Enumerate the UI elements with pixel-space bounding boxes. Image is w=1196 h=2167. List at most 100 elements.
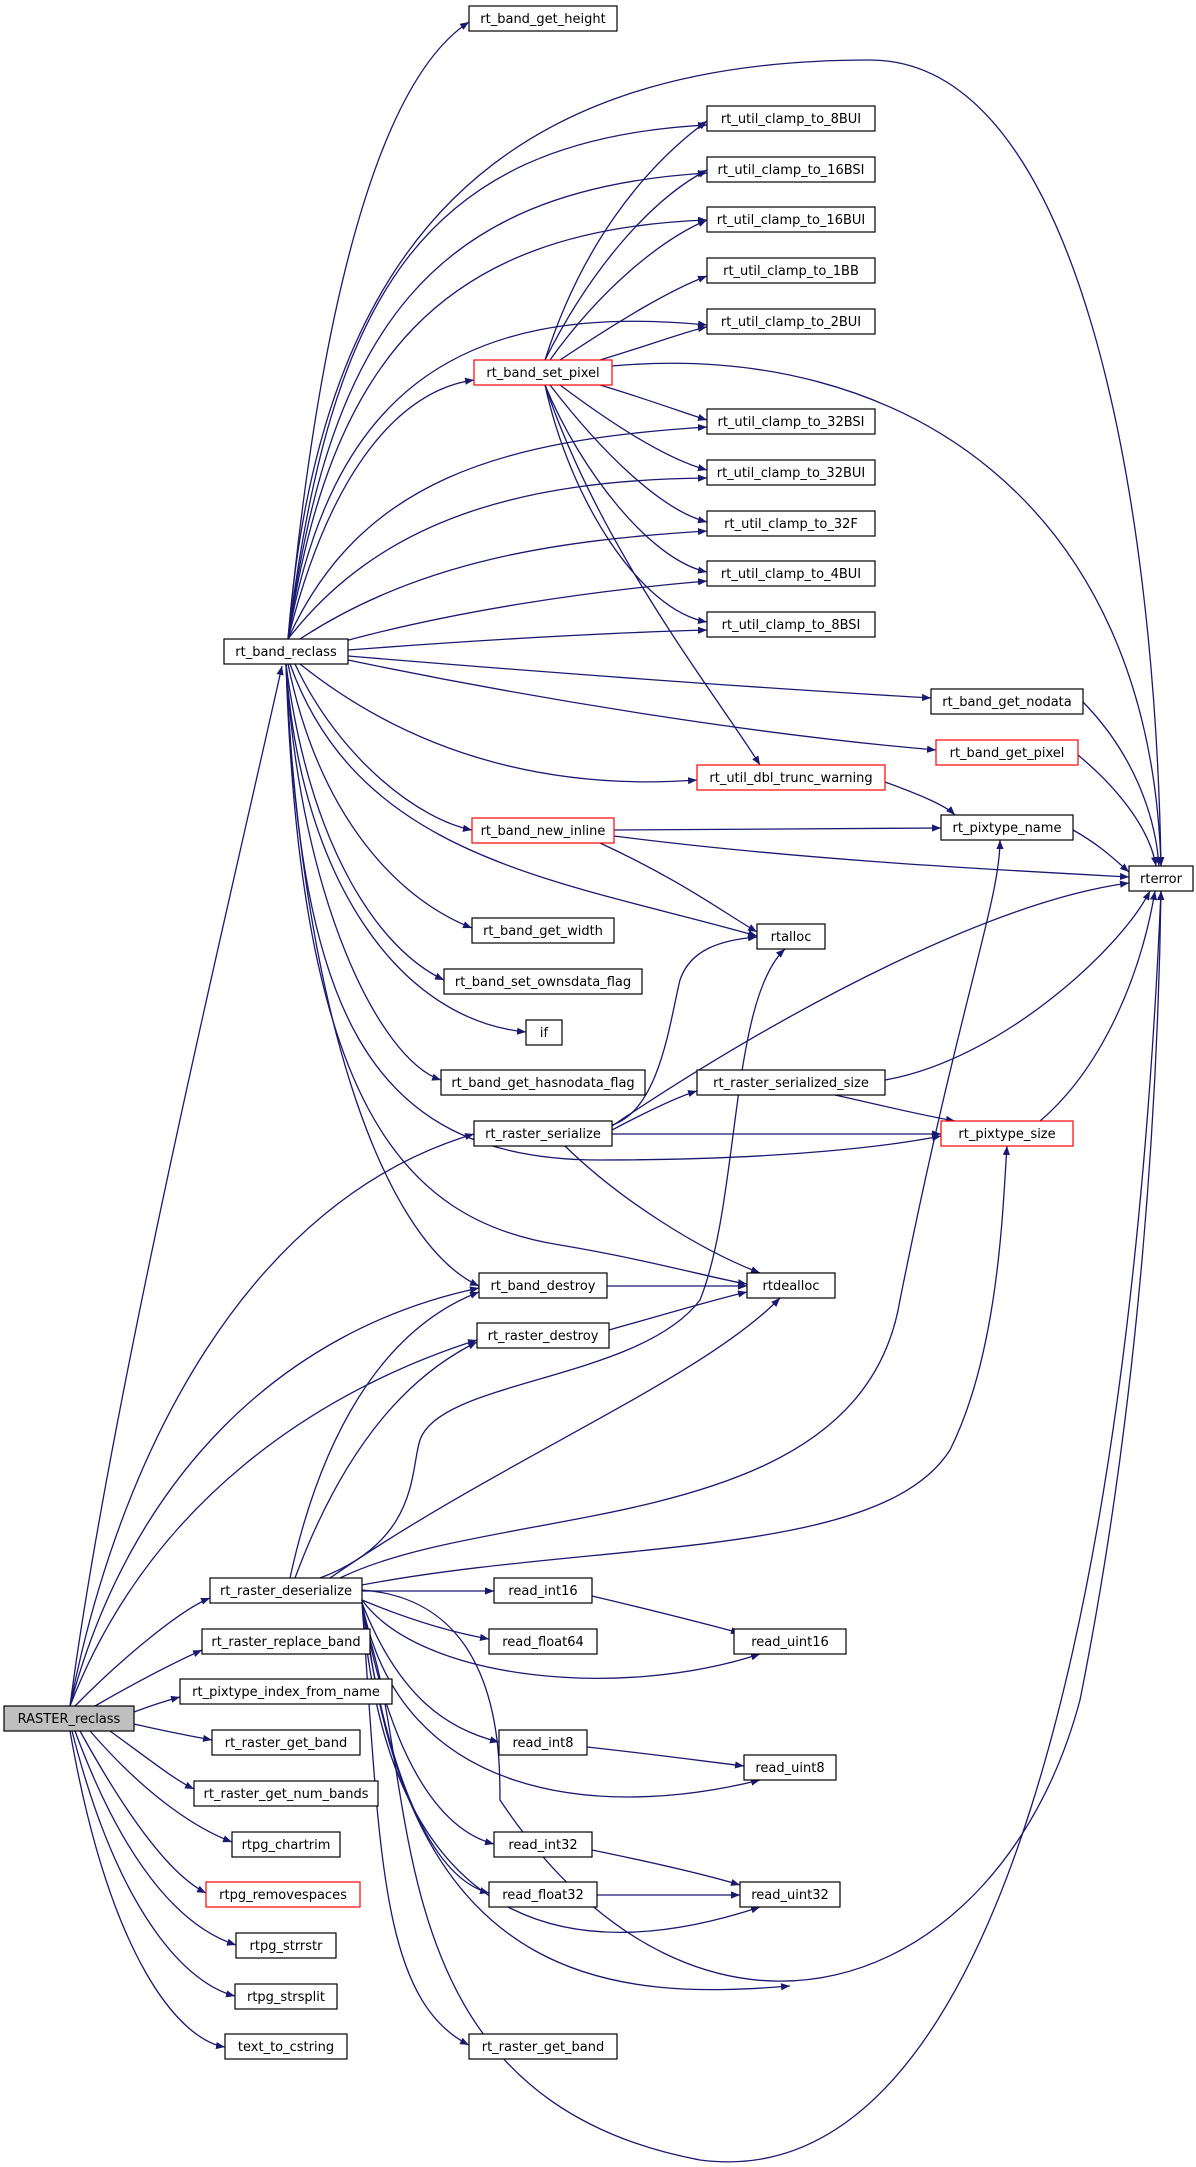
edge-band-reclass-to-get-nodata bbox=[347, 655, 932, 702]
node-rt-band-set-pixel[interactable]: rt_band_set_pixel bbox=[473, 359, 613, 386]
node-rt-band-destroy[interactable]: rt_band_destroy bbox=[478, 1272, 608, 1299]
node-raster-reclass[interactable]: RASTER_reclass bbox=[3, 1705, 135, 1732]
node-label: rt_raster_destroy bbox=[488, 1329, 599, 1344]
node-label: text_to_cstring bbox=[238, 2040, 334, 2055]
node-rtpg-removespaces[interactable]: rtpg_removespaces bbox=[205, 1881, 361, 1908]
edge-set-pixel-to-dbl-trunc-warning bbox=[544, 384, 761, 766]
node-rtdealloc[interactable]: rtdealloc bbox=[746, 1272, 836, 1299]
node-rtpg-chartrim[interactable]: rtpg_chartrim bbox=[231, 1831, 341, 1858]
node-rt-raster-replace-band[interactable]: rt_raster_replace_band bbox=[201, 1628, 371, 1655]
node-rt-raster-get-num-bands[interactable]: rt_raster_get_num_bands bbox=[193, 1780, 379, 1807]
edge-dbl-trunc-warning-to-pixtype-name bbox=[884, 781, 956, 816]
edge-raster-reclass-to-band-reclass bbox=[69, 665, 284, 1707]
edge-raster-reclass-to-raster-serialize bbox=[69, 1133, 475, 1707]
node-label: read_int32 bbox=[508, 1838, 577, 1853]
node-label: rt_band_reclass bbox=[235, 645, 337, 660]
edge-band-reclass-to-band-destroy bbox=[285, 663, 480, 1287]
edge-read-int32-to-read-uint32 bbox=[591, 1849, 741, 1886]
node-label: rt_band_get_pixel bbox=[950, 746, 1065, 761]
edge-set-pixel-to-rterror bbox=[611, 362, 1165, 867]
edge-pixtype-name-to-rterror bbox=[1072, 829, 1130, 873]
edge-pixtype-size-to-rterror bbox=[1039, 890, 1158, 1122]
edge-band-reclass-to-new-inline bbox=[294, 663, 473, 832]
node-rt-util-clamp-to-2bui[interactable]: rt_util_clamp_to_2BUI bbox=[706, 308, 876, 335]
node-rt-band-get-height[interactable]: rt_band_get_height bbox=[468, 5, 618, 32]
node-rtpg-strsplit[interactable]: rtpg_strsplit bbox=[234, 1983, 338, 2010]
node-label: rtpg_chartrim bbox=[242, 1838, 331, 1853]
node-label: rt_band_destroy bbox=[491, 1279, 596, 1294]
edge-raster-reclass-to-raster-deserialize bbox=[74, 1597, 211, 1707]
node-rtalloc[interactable]: rtalloc bbox=[756, 923, 826, 950]
node-rt-raster-destroy[interactable]: rt_raster_destroy bbox=[476, 1322, 610, 1349]
node-label: rt_util_clamp_to_8BUI bbox=[721, 112, 861, 127]
node-rt-band-get-hasnodata-flag[interactable]: rt_band_get_hasnodata_flag bbox=[440, 1069, 646, 1096]
edge-raster-serialize-to-rtdealloc bbox=[564, 1145, 761, 1274]
node-rt-pixtype-index-from-name[interactable]: rt_pixtype_index_from_name bbox=[179, 1678, 393, 1705]
node-rt-raster-get-band-2[interactable]: rt_raster_get_band bbox=[468, 2033, 618, 2060]
node-rt-raster-get-band[interactable]: rt_raster_get_band bbox=[211, 1729, 361, 1756]
edge-get-pixel-to-rterror bbox=[1077, 754, 1159, 867]
node-label: rt_raster_get_num_bands bbox=[204, 1787, 369, 1802]
node-rtpg-strrstr[interactable]: rtpg_strrstr bbox=[235, 1932, 337, 1959]
node-rt-band-set-ownsdata-flag[interactable]: rt_band_set_ownsdata_flag bbox=[443, 968, 643, 995]
edge-raster-serialize-to-serialized-size bbox=[611, 1090, 698, 1131]
node-label: rtpg_removespaces bbox=[219, 1888, 347, 1903]
node-rt-raster-serialized-size[interactable]: rt_raster_serialized_size bbox=[696, 1069, 886, 1096]
node-label: rt_raster_get_band bbox=[225, 1736, 348, 1751]
node-read-float64[interactable]: read_float64 bbox=[488, 1628, 598, 1655]
edge-deserialize-to-read-uint16 bbox=[361, 1599, 761, 1679]
node-rt-band-reclass[interactable]: rt_band_reclass bbox=[223, 638, 349, 665]
node-rt-util-clamp-to-1bb[interactable]: rt_util_clamp_to_1BB bbox=[706, 257, 876, 284]
edge-band-reclass-to-set-ownsdata-flag bbox=[285, 663, 445, 981]
node-rt-raster-serialize[interactable]: rt_raster_serialize bbox=[473, 1120, 613, 1147]
edge-read-int8-to-read-uint8 bbox=[586, 1746, 745, 1769]
node-rt-band-get-nodata[interactable]: rt_band_get_nodata bbox=[930, 688, 1084, 715]
node-read-int16[interactable]: read_int16 bbox=[493, 1577, 593, 1604]
node-label: rt_util_clamp_to_2BUI bbox=[721, 315, 861, 330]
node-read-uint32[interactable]: read_uint32 bbox=[739, 1881, 841, 1908]
node-label: rt_band_get_hasnodata_flag bbox=[451, 1076, 634, 1091]
node-label: rt_util_clamp_to_16BSI bbox=[717, 163, 864, 178]
node-label: rt_util_clamp_to_32F bbox=[724, 517, 858, 532]
node-read-int32[interactable]: read_int32 bbox=[493, 1831, 593, 1858]
node-rt-pixtype-size[interactable]: rt_pixtype_size bbox=[940, 1120, 1074, 1147]
node-rt-util-clamp-to-4bui[interactable]: rt_util_clamp_to_4BUI bbox=[706, 560, 876, 587]
node-label: rt_util_clamp_to_8BSI bbox=[722, 618, 861, 633]
node-label: rt_band_set_ownsdata_flag bbox=[455, 975, 631, 990]
node-if[interactable]: if bbox=[525, 1019, 563, 1046]
node-rt-util-dbl-trunc-warning[interactable]: rt_util_dbl_trunc_warning bbox=[696, 764, 886, 791]
edge-raster-reclass-to-get-band bbox=[133, 1723, 213, 1742]
node-read-float32[interactable]: read_float32 bbox=[488, 1881, 598, 1908]
edge-band-reclass-to-clamp-1bb bbox=[287, 320, 708, 640]
node-rt-util-clamp-to-32bsi[interactable]: rt_util_clamp_to_32BSI bbox=[706, 408, 876, 435]
node-text-to-cstring[interactable]: text_to_cstring bbox=[224, 2033, 348, 2060]
edge-raster-reclass-to-raster-destroy bbox=[69, 1339, 478, 1707]
edge-band-reclass-to-pixtype-size bbox=[285, 663, 942, 1161]
node-rt-pixtype-name[interactable]: rt_pixtype_name bbox=[940, 814, 1074, 841]
edge-deserialize-to-rterror bbox=[361, 890, 1165, 1982]
node-rt-util-clamp-to-16bsi[interactable]: rt_util_clamp_to_16BSI bbox=[706, 156, 876, 183]
node-read-uint8[interactable]: read_uint8 bbox=[743, 1754, 837, 1781]
edge-deserialize-to-raster-destroy bbox=[294, 1341, 478, 1579]
node-label: read_uint32 bbox=[751, 1888, 829, 1903]
node-rt-util-clamp-to-8bsi[interactable]: rt_util_clamp_to_8BSI bbox=[706, 611, 876, 638]
edge-raster-reclass-to-strrstr bbox=[74, 1730, 237, 1946]
edge-band-reclass-to-rterror bbox=[287, 59, 1165, 867]
node-rt-raster-deserialize[interactable]: rt_raster_deserialize bbox=[209, 1577, 363, 1604]
node-rterror[interactable]: rterror bbox=[1128, 865, 1194, 892]
node-label: rt_raster_get_band bbox=[482, 2040, 605, 2055]
node-rt-band-get-pixel[interactable]: rt_band_get_pixel bbox=[935, 739, 1079, 766]
node-read-int8[interactable]: read_int8 bbox=[498, 1729, 588, 1756]
node-label: rt_band_get_width bbox=[483, 924, 603, 939]
node-rt-util-clamp-to-32bui[interactable]: rt_util_clamp_to_32BUI bbox=[706, 459, 876, 486]
node-label: rt_pixtype_index_from_name bbox=[192, 1685, 380, 1700]
node-rt-band-new-inline[interactable]: rt_band_new_inline bbox=[471, 817, 615, 844]
edge-band-reclass-to-clamp-8bsi bbox=[347, 626, 708, 651]
node-rt-band-get-width[interactable]: rt_band_get_width bbox=[471, 917, 615, 944]
edge-deserialize-to-read-uint8 bbox=[361, 1602, 761, 1798]
node-read-uint16[interactable]: read_uint16 bbox=[733, 1628, 847, 1655]
node-rt-util-clamp-to-32f[interactable]: rt_util_clamp_to_32F bbox=[706, 510, 876, 537]
node-label: rt_raster_deserialize bbox=[220, 1584, 352, 1599]
node-rt-util-clamp-to-8bui[interactable]: rt_util_clamp_to_8BUI bbox=[706, 105, 876, 132]
node-rt-util-clamp-to-16bui[interactable]: rt_util_clamp_to_16BUI bbox=[706, 206, 876, 233]
